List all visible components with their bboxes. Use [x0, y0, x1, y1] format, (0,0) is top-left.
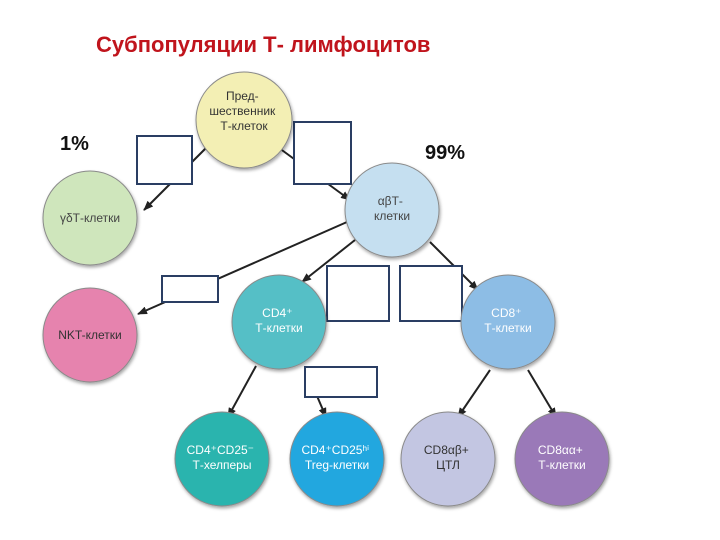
arrow-cd4-to-helper: [227, 365, 257, 418]
blank-box-4: [326, 265, 390, 322]
node-precursor-line: Т-клеток: [220, 119, 268, 133]
node-cd4-helper-circle: [174, 411, 270, 507]
node-cd4-circle: [231, 274, 327, 370]
node-treg-line: CD4⁺CD25ʰⁱ: [301, 443, 369, 457]
node-cd4-line: Т-клетки: [255, 321, 302, 335]
node-precursor-label: Пред- шественник Т-клеток: [209, 89, 278, 133]
blank-box-2: [293, 121, 352, 185]
node-cd8aa-line: CD8αα+: [538, 443, 583, 457]
node-treg-line: Treg-клетки: [305, 458, 369, 472]
node-precursor-line: Пред-: [226, 89, 259, 103]
node-ab-t-line: клетки: [374, 209, 410, 223]
percent-alpha-beta: 99%: [425, 142, 466, 164]
arrow-cd8-to-cd8aa: [527, 369, 557, 418]
node-gd-t-label: γδТ-клетки: [60, 211, 120, 225]
node-treg-label: CD4⁺CD25ʰⁱ Treg-клетки: [301, 443, 372, 472]
node-nkt-label: NKT-клетки: [58, 328, 121, 342]
node-ab-t-circle: [344, 162, 440, 258]
node-ab-t-label: αβТ- клетки: [374, 194, 410, 223]
blank-box-3: [161, 275, 219, 303]
arrow-cd8-to-cd8ab: [457, 369, 491, 418]
node-cd4-line: CD4⁺: [262, 306, 292, 320]
node-precursor-line: шественник: [209, 104, 276, 118]
node-cd4-helper-line: Т-хелперы: [193, 458, 252, 472]
node-cd8-circle: [460, 274, 556, 370]
node-cd8ab-circle: [400, 411, 496, 507]
node-cd8ab-line: CD8αβ+: [424, 443, 469, 457]
node-treg-circle: [289, 411, 385, 507]
node-cd8-label: CD8⁺ Т-клетки: [484, 306, 531, 335]
blank-box-6: [304, 366, 378, 398]
node-cd8-line: Т-клетки: [484, 321, 531, 335]
node-cd8-line: CD8⁺: [491, 306, 521, 320]
node-gd-t-circle: [42, 170, 138, 266]
node-cd4-helper-line: CD4⁺CD25⁻: [187, 443, 254, 457]
blank-box-1: [136, 135, 193, 185]
node-gd-t-line: γδТ-клетки: [60, 211, 120, 225]
node-cd8aa-circle: [514, 411, 610, 507]
percent-gamma-delta: 1%: [60, 133, 89, 155]
node-cd8ab-line: ЦТЛ: [436, 458, 460, 472]
node-precursor-circle: [195, 71, 293, 169]
node-cd8ab-label: CD8αβ+ ЦТЛ: [424, 443, 472, 472]
arrow-ab-to-cd4: [301, 239, 356, 283]
node-cd8aa-line: Т-клетки: [538, 458, 585, 472]
diagram-title: Субпопуляции Т- лимфоцитов: [96, 32, 431, 57]
node-cd8aa-label: CD8αα+ Т-клетки: [538, 443, 586, 472]
node-nkt-line: NKT-клетки: [58, 328, 121, 342]
node-cd4-label: CD4⁺ Т-клетки: [255, 306, 302, 335]
node-ab-t-line: αβТ-: [378, 194, 403, 208]
blank-box-5: [399, 265, 463, 322]
node-nkt-circle: [42, 287, 138, 383]
node-cd4-helper-label: CD4⁺CD25⁻ Т-хелперы: [187, 443, 258, 472]
